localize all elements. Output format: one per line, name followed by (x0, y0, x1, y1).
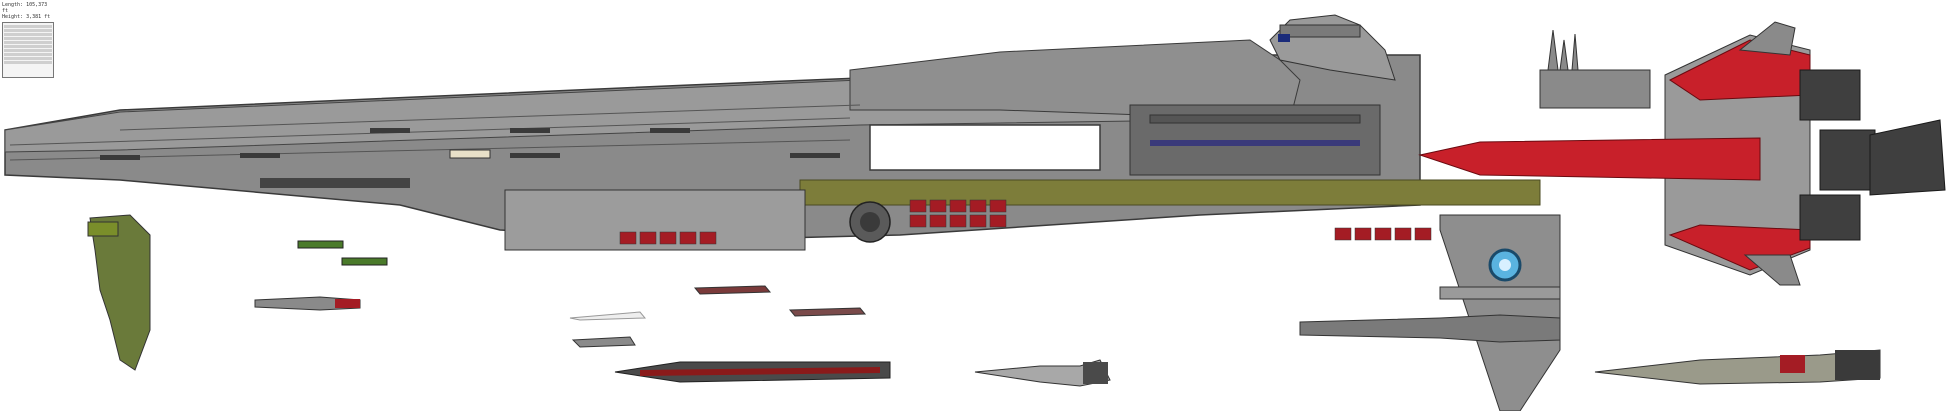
red-panels (619, 199, 1432, 245)
aft-fin-bottom (1743, 254, 1801, 286)
length-label: Length: 105,373 ft (2, 2, 48, 14)
green-frigate-2 (341, 257, 388, 266)
scale-legend: Length: 105,373 ft Height: 3,381 ft (2, 2, 54, 78)
hangar-bay (869, 124, 1101, 171)
frigate-grey (788, 307, 867, 317)
lower-cannon (1299, 314, 1561, 343)
antenna-spires (1547, 29, 1579, 71)
frigate-red (693, 285, 772, 295)
dorsal-superstructure (849, 39, 1301, 121)
ventral-fin (1439, 214, 1561, 411)
engine-nozzles (1799, 69, 1946, 241)
green-ship (89, 214, 151, 371)
height-label: Height: 3,381 ft (2, 14, 51, 20)
dark-trench (260, 178, 410, 188)
tower-top (1279, 24, 1361, 38)
legend-list (2, 22, 54, 78)
red-ram (1418, 137, 1761, 181)
aft-fin-top (1738, 21, 1796, 56)
blue-flag (1278, 34, 1290, 42)
main-ship (4, 14, 1946, 411)
small-frigate (571, 336, 636, 348)
green-frigate-1 (297, 240, 344, 249)
escort-ships (87, 214, 1881, 387)
white-ship (569, 311, 647, 321)
hull-ports (100, 128, 840, 160)
